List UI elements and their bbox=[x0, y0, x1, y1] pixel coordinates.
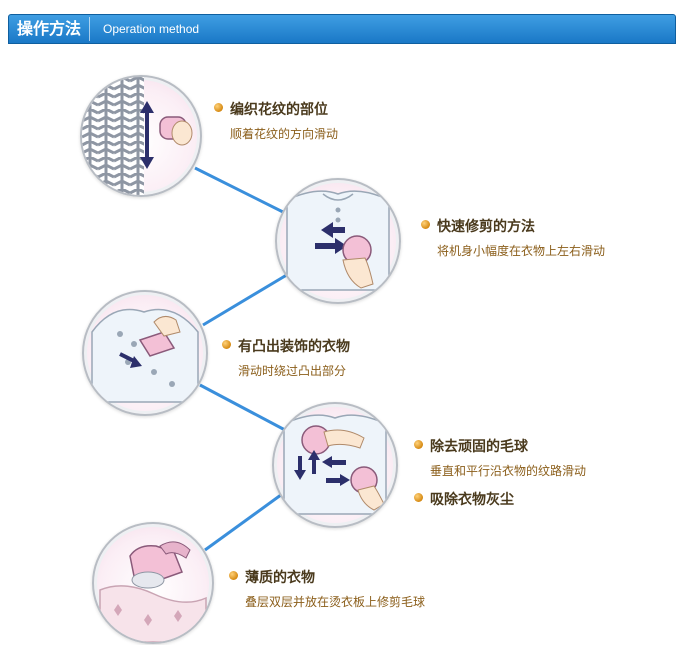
step-title: 快速修剪的方法 bbox=[421, 216, 605, 236]
step-1-caption: 编织花纹的部位 顺着花纹的方向滑动 bbox=[214, 99, 338, 142]
step-4-caption: 除去顽固的毛球 垂直和平行沿衣物的纹路滑动 吸除衣物灰尘 bbox=[414, 436, 586, 509]
step-title-text: 除去顽固的毛球 bbox=[430, 439, 528, 455]
section-header: 操作方法 Operation method bbox=[8, 14, 676, 44]
step-desc: 垂直和平行沿衣物的纹路滑动 bbox=[430, 464, 587, 478]
step-title: 编织花纹的部位 bbox=[214, 99, 338, 119]
bullet-icon bbox=[222, 340, 231, 349]
double-arrow-icon bbox=[272, 402, 398, 528]
step-title: 除去顽固的毛球 bbox=[414, 436, 586, 456]
bullet-icon bbox=[414, 440, 423, 449]
knit-pattern-icon bbox=[80, 75, 202, 197]
step-title-text: 薄质的衣物 bbox=[245, 570, 315, 586]
step-desc: 滑动时绕过凸出部分 bbox=[238, 364, 347, 378]
page-title: 操作方法 bbox=[17, 17, 91, 41]
step-3-caption: 有凸出装饰的衣物 滑动时绕过凸出部分 bbox=[222, 336, 350, 379]
bullet-icon bbox=[421, 220, 430, 229]
step-extra-title-text: 吸除衣物灰尘 bbox=[430, 492, 514, 508]
step-title: 薄质的衣物 bbox=[229, 567, 425, 587]
sweater-icon bbox=[275, 178, 401, 304]
step-title-text: 编织花纹的部位 bbox=[230, 102, 328, 118]
pillow-icon bbox=[92, 522, 214, 644]
step-title: 有凸出装饰的衣物 bbox=[222, 336, 350, 356]
page-subtitle: Operation method bbox=[103, 22, 200, 36]
lint-remover-icon bbox=[82, 290, 208, 416]
bullet-icon bbox=[414, 493, 423, 502]
bullet-icon bbox=[214, 103, 223, 112]
step-title-text: 快速修剪的方法 bbox=[437, 219, 535, 235]
step-extra-title: 吸除衣物灰尘 bbox=[414, 489, 586, 509]
step-5-caption: 薄质的衣物 叠层双层并放在烫衣板上修剪毛球 bbox=[229, 567, 425, 610]
step-title-text: 有凸出装饰的衣物 bbox=[238, 339, 350, 355]
step-desc: 将机身小幅度在衣物上左右滑动 bbox=[437, 244, 606, 258]
step-desc: 叠层双层并放在烫衣板上修剪毛球 bbox=[245, 595, 426, 609]
bullet-icon bbox=[229, 571, 238, 580]
step-desc: 顺着花纹的方向滑动 bbox=[230, 127, 339, 141]
step-2-caption: 快速修剪的方法 将机身小幅度在衣物上左右滑动 bbox=[421, 216, 605, 259]
